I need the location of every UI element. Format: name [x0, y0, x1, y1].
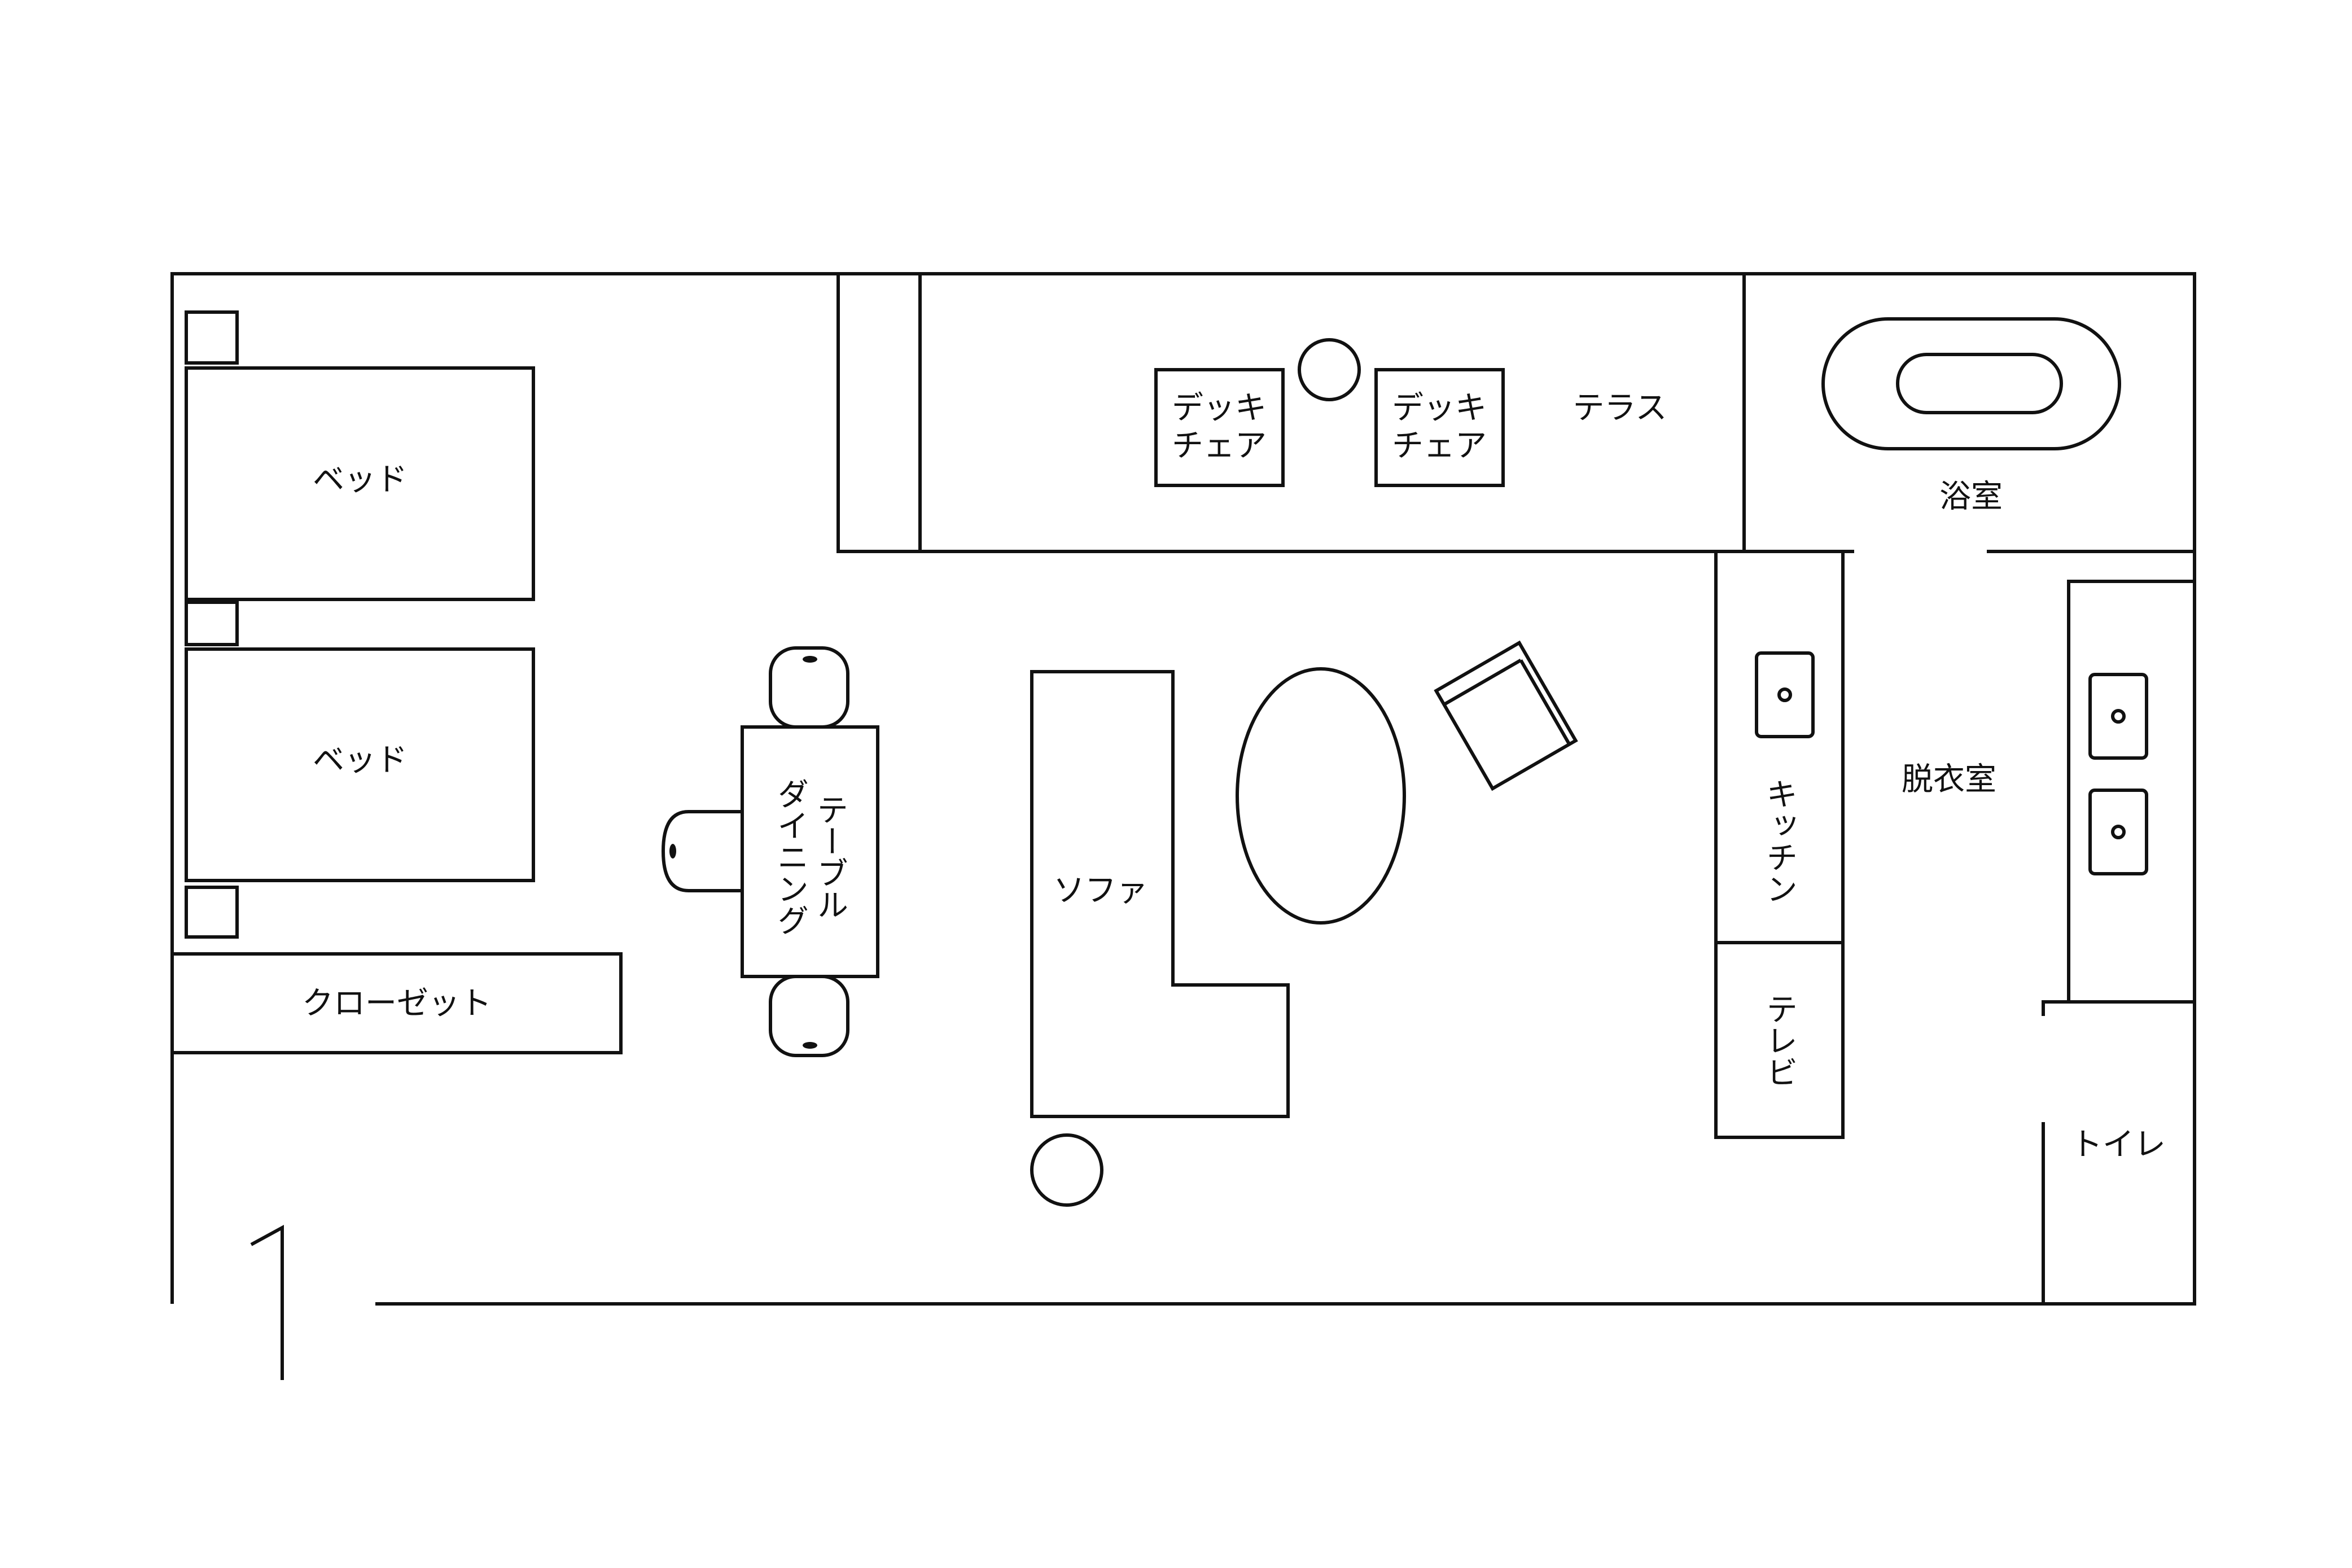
bed-upper-label: ベッド [313, 462, 408, 498]
vanity-sink-upper-icon[interactable] [2088, 673, 2148, 760]
terrace-label: テラス [1573, 390, 1667, 427]
dressing-room-label: 脱衣室 [1902, 761, 1996, 798]
deck-chair-left[interactable]: デッキ チェア [1154, 368, 1285, 487]
terrace-wall [836, 274, 1746, 553]
nightstand-middle-icon[interactable] [185, 601, 239, 646]
bed-lower-label: ベッド [313, 742, 408, 779]
living-area: ソファ [1030, 640, 1578, 1207]
deck-chair-right-label-1: デッキ [1392, 390, 1487, 427]
dining-chair-bottom-icon[interactable] [769, 975, 849, 1057]
deck-chair-left-label-2: チェア [1172, 428, 1267, 465]
outer-wall-main [170, 272, 2196, 1306]
sofa-label: ソファ [1053, 873, 1148, 909]
dining-table-label-1: ダイニング [772, 778, 809, 936]
dining-chair-top-icon[interactable] [769, 646, 849, 729]
outer-walls [170, 272, 2196, 1306]
tv-stand[interactable]: テレビ [1714, 941, 1845, 1139]
terrace-area: テラス デッキ チェア デッキ チェア [836, 274, 1746, 553]
kitchen-area: キッチン テレビ [1714, 550, 1845, 1139]
kitchen-sink-icon[interactable] [1755, 651, 1815, 738]
closet[interactable]: クローゼット [170, 952, 623, 1054]
deck-chair-right-label-2: チェア [1392, 428, 1487, 465]
deck-chair-left-label-1: デッキ [1172, 390, 1267, 427]
dressing-room-area: 脱衣室 [1902, 580, 2195, 1002]
bathtub-icon[interactable] [1821, 317, 2121, 450]
dining-table[interactable]: ダイニング テーブル [741, 725, 879, 978]
living-stool-icon[interactable] [1030, 1133, 1103, 1207]
bathroom-label: 浴室 [1939, 479, 2003, 515]
armchair-icon[interactable] [1434, 640, 1578, 791]
nightstand-top-icon[interactable] [185, 310, 239, 365]
vanity-counter-wall [2067, 580, 2195, 1002]
terrace-side-table-icon[interactable] [1298, 338, 1361, 401]
tv-label: テレビ [1761, 993, 1798, 1088]
dining-chair-left-icon[interactable] [661, 810, 742, 892]
bed-upper[interactable]: ベッド [185, 366, 535, 601]
kitchen-label: キッチン [1761, 778, 1798, 904]
dining-table-label-2: テーブル [812, 794, 848, 920]
toilet-wall-top [2042, 1000, 2195, 1016]
bed-lower[interactable]: ベッド [185, 647, 535, 882]
kitchen-counter[interactable]: キッチン [1714, 550, 1845, 944]
sofa[interactable]: ソファ [1030, 670, 1290, 1118]
nightstand-bottom-icon[interactable] [185, 886, 239, 939]
entrance-arrow-icon [250, 1224, 284, 1380]
toilet-area: トイレ [2042, 1000, 2195, 1304]
closet-label: クローゼット [302, 986, 492, 1022]
deck-chair-right[interactable]: デッキ チェア [1374, 368, 1505, 487]
bathroom-area: 浴室 [1744, 317, 2195, 553]
vanity-sink-lower-icon[interactable] [2088, 789, 2148, 875]
toilet-label: トイレ [2071, 1127, 2166, 1163]
coffee-table-icon[interactable] [1236, 667, 1406, 925]
bedroom-area: ベッド ベッド [185, 310, 535, 939]
dining-area: ダイニング テーブル [661, 646, 879, 1057]
